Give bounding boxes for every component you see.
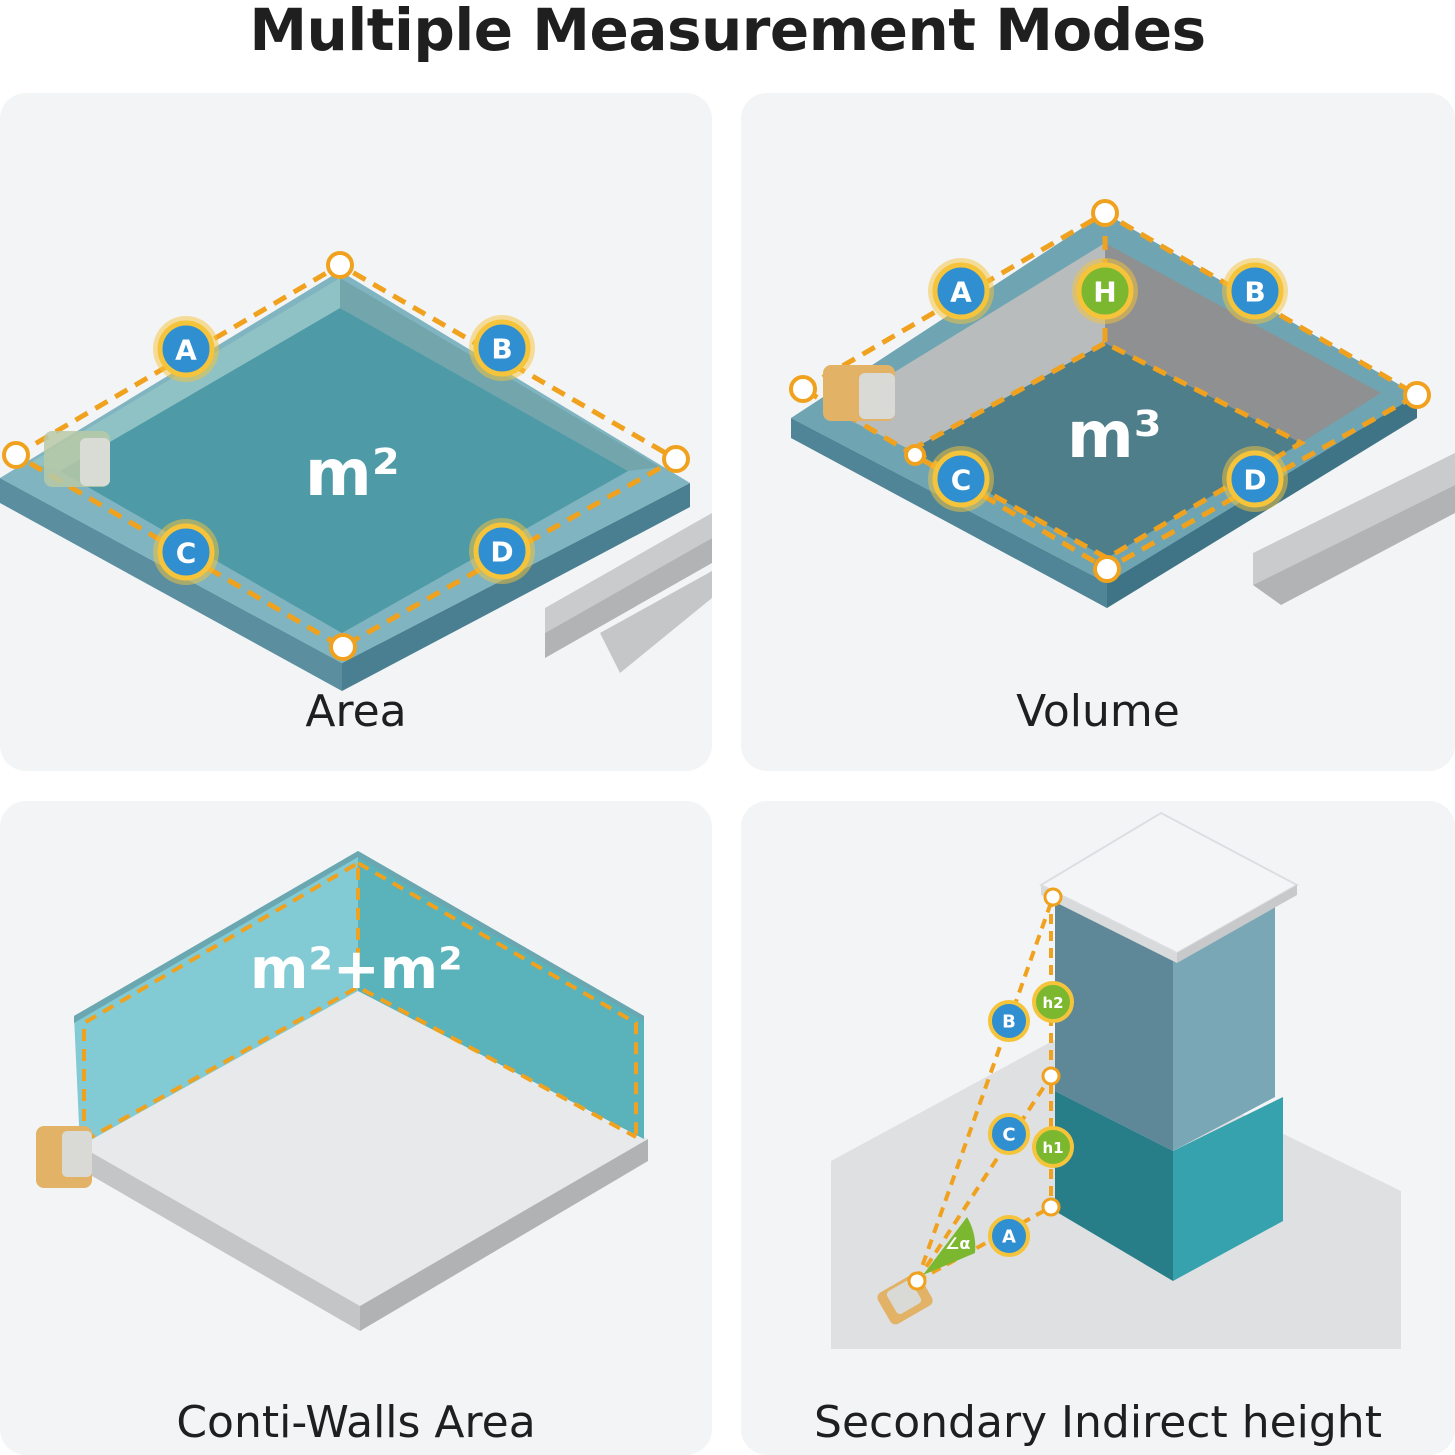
area-mode-card: A B C D m² Area <box>0 93 712 771</box>
point-marker-a: A <box>928 258 994 324</box>
unit-label: m²+m² <box>250 937 463 1002</box>
area-illustration: A B C D m² <box>0 251 712 691</box>
corner-dot <box>907 1271 927 1291</box>
corner-dot <box>789 375 817 403</box>
corner-dot <box>904 444 926 466</box>
corner-dot <box>1041 1197 1061 1217</box>
point-marker-c: C <box>928 446 994 512</box>
unit-label: m³ <box>1067 399 1162 473</box>
corner-dot <box>329 633 357 661</box>
mode-label: Area <box>305 686 407 737</box>
point-marker-a: A <box>988 1215 1030 1257</box>
point-marker-b: B <box>1222 258 1288 324</box>
corner-dot <box>1093 555 1121 583</box>
point-label: A <box>1002 1227 1016 1248</box>
point-label: B <box>1002 1012 1016 1033</box>
point-label: A <box>950 276 972 309</box>
point-label: D <box>1243 464 1266 497</box>
point-label: B <box>491 333 512 366</box>
secondary-indirect-height-mode-card: ∠α B h2 C h1 A Secondary Indirect h <box>741 801 1455 1455</box>
point-label: H <box>1093 276 1116 309</box>
point-marker-b: B <box>469 315 535 381</box>
conti-walls-illustration: m²+m² <box>36 851 648 1331</box>
point-marker-h2: h2 <box>1032 981 1074 1023</box>
volume-mode-card: A H B C D m³ Volume <box>741 93 1455 771</box>
point-label: C <box>176 537 197 570</box>
point-label: D <box>490 536 513 569</box>
point-label: B <box>1244 276 1265 309</box>
angle-label: ∠α <box>945 1234 970 1253</box>
point-marker-d: D <box>469 518 535 584</box>
point-label: C <box>951 464 972 497</box>
corner-dot <box>1403 381 1431 409</box>
volume-illustration: A H B C D m³ <box>789 199 1455 608</box>
corner-dot <box>662 445 690 473</box>
point-marker-a: A <box>153 316 219 382</box>
conti-walls-mode-card: m²+m² Conti-Walls Area <box>0 801 712 1455</box>
corner-dot <box>1091 199 1119 227</box>
point-marker-c: C <box>153 519 219 585</box>
corner-dot <box>1041 1066 1061 1086</box>
point-marker-b: B <box>988 1000 1030 1042</box>
point-marker-d: D <box>1222 446 1288 512</box>
point-label: h1 <box>1042 1139 1063 1157</box>
point-marker-h1: h1 <box>1032 1126 1074 1168</box>
point-marker-c: C <box>988 1113 1030 1155</box>
mode-label: Volume <box>1016 686 1180 737</box>
point-label: A <box>175 334 197 367</box>
corner-dot <box>1043 887 1063 907</box>
mode-label: Conti-Walls Area <box>176 1397 536 1448</box>
corner-dot <box>2 441 30 469</box>
unit-label: m² <box>305 437 400 511</box>
corner-dot <box>326 251 354 279</box>
page-title: Multiple Measurement Modes <box>249 0 1206 64</box>
mode-label: Secondary Indirect height <box>814 1397 1382 1448</box>
indirect-height-illustration: ∠α B h2 C h1 A <box>831 811 1401 1349</box>
point-marker-h: H <box>1072 258 1138 324</box>
point-label: C <box>1002 1125 1015 1146</box>
point-label: h2 <box>1042 994 1063 1012</box>
